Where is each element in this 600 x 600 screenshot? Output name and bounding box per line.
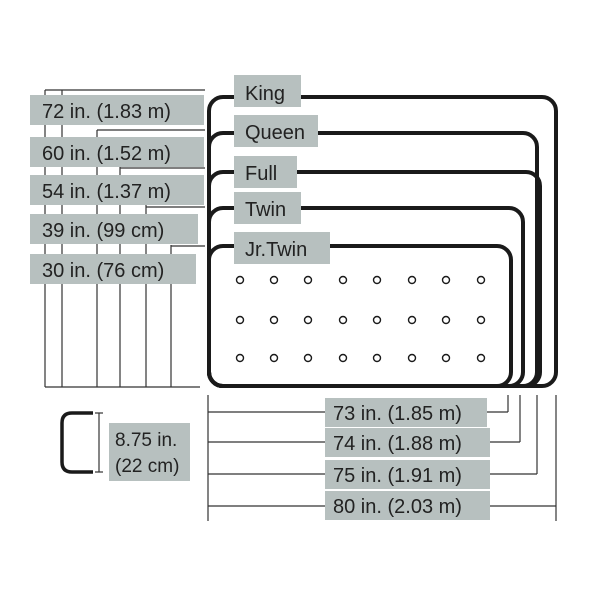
width-label-full: 54 in. (1.37 m) (30, 175, 204, 205)
tufting-dot (476, 353, 486, 363)
length-label-75: 75 in. (1.91 m) (325, 460, 490, 489)
length-label-80: 80 in. (2.03 m) (325, 491, 490, 520)
width-label-queen: 60 in. (1.52 m) (30, 137, 204, 167)
tufting-dot (235, 353, 245, 363)
tufting-dot (441, 275, 451, 285)
tufting-dot (407, 275, 417, 285)
tufting-dot (441, 353, 451, 363)
tufting-dot (372, 275, 382, 285)
svg-text:80 in. (2.03 m): 80 in. (2.03 m) (333, 496, 462, 518)
size-label-king: King (234, 75, 301, 107)
tufting-dot (407, 315, 417, 325)
svg-text:(22 cm): (22 cm) (115, 456, 179, 477)
tufting-dot (338, 353, 348, 363)
tufting-dot (235, 275, 245, 285)
svg-text:75 in. (1.91 m): 75 in. (1.91 m) (333, 465, 462, 487)
tufting-dot (338, 315, 348, 325)
svg-text:30 in. (76 cm): 30 in. (76 cm) (42, 260, 164, 282)
length-label-73: 73 in. (1.85 m) (325, 398, 487, 427)
tufting-dot (372, 315, 382, 325)
tufting-dot (269, 315, 279, 325)
svg-text:60 in. (1.52 m): 60 in. (1.52 m) (42, 143, 171, 165)
width-label-jr-twin: 30 in. (76 cm) (30, 254, 196, 284)
svg-text:Full: Full (245, 163, 277, 185)
svg-text:Twin: Twin (245, 199, 286, 221)
svg-text:39 in. (99 cm): 39 in. (99 cm) (42, 220, 164, 242)
tufting-dots (235, 275, 486, 363)
size-label-full: Full (234, 156, 297, 188)
length-label-74: 74 in. (1.88 m) (325, 428, 490, 457)
tufting-dot (476, 275, 486, 285)
height-label: 8.75 in. (22 cm) (109, 423, 190, 481)
svg-text:73 in. (1.85 m): 73 in. (1.85 m) (333, 403, 462, 425)
size-label-queen: Queen (234, 115, 318, 147)
svg-text:Jr.Twin: Jr.Twin (245, 239, 307, 261)
tufting-dot (269, 275, 279, 285)
width-label-king: 72 in. (1.83 m) (30, 95, 204, 125)
svg-text:54 in. (1.37 m): 54 in. (1.37 m) (42, 181, 171, 203)
svg-text:8.75 in.: 8.75 in. (115, 430, 177, 451)
size-label-jr-twin: Jr.Twin (234, 232, 330, 264)
svg-text:74 in. (1.88 m): 74 in. (1.88 m) (333, 433, 462, 455)
width-label-twin: 39 in. (99 cm) (30, 214, 198, 244)
svg-text:King: King (245, 83, 285, 105)
svg-text:72 in. (1.83 m): 72 in. (1.83 m) (42, 101, 171, 123)
tufting-dot (303, 275, 313, 285)
tufting-dot (303, 315, 313, 325)
svg-text:Queen: Queen (245, 122, 305, 144)
size-label-twin: Twin (234, 192, 301, 224)
tufting-dot (372, 353, 382, 363)
tufting-dot (269, 353, 279, 363)
tufting-dot (338, 275, 348, 285)
tufting-dot (407, 353, 417, 363)
tufting-dot (476, 315, 486, 325)
tufting-dot (235, 315, 245, 325)
tufting-dot (303, 353, 313, 363)
tufting-dot (441, 315, 451, 325)
height-bracket-icon (60, 411, 93, 474)
bed-outline-jr-twin (207, 244, 513, 388)
height-dimension-line (95, 412, 103, 473)
